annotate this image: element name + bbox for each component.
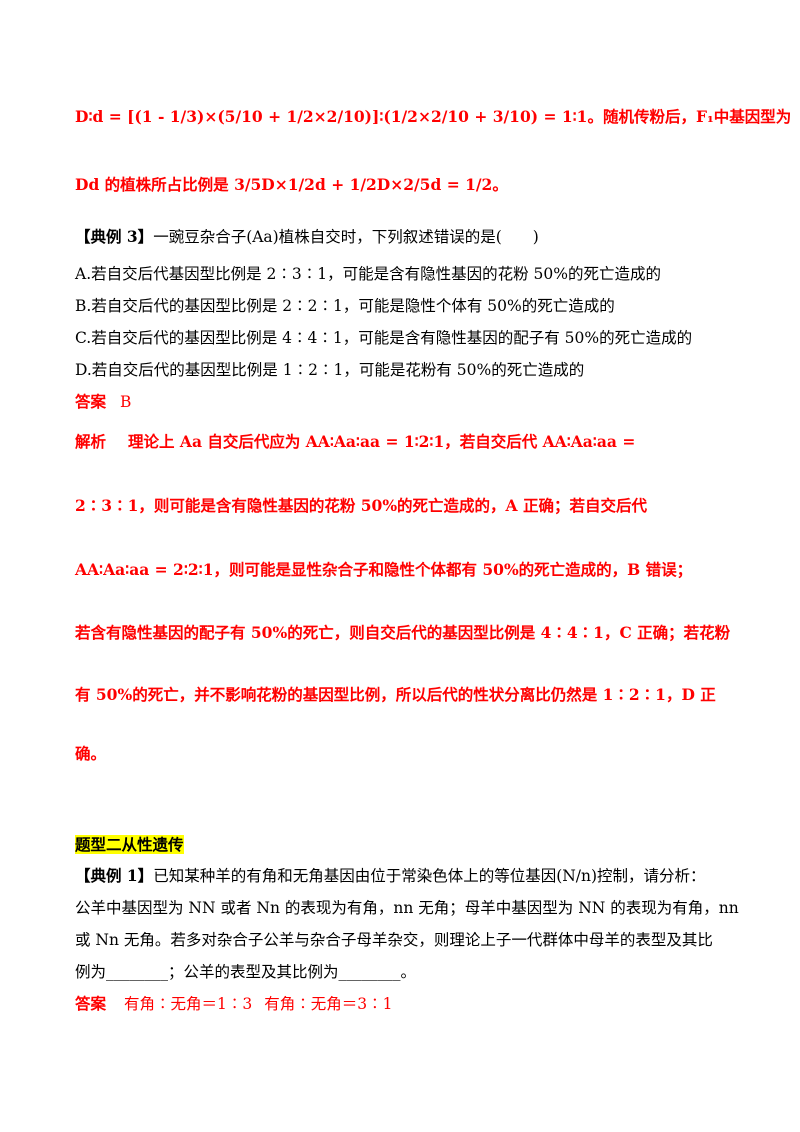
answer-label: 答案 bbox=[75, 392, 107, 411]
analysis-line-4: 若含有隐性基因的配子有 50%的死亡，则自交后代的基因型比例是 4∶4∶1，C … bbox=[75, 623, 731, 642]
section2-question-1: 已知某种羊的有角和无角基因由位于常染色体上的等位基因(N/n)控制，请分析： bbox=[153, 867, 706, 885]
analysis-line-6: 确。 bbox=[75, 744, 107, 763]
example3-question: 一豌豆杂合子(Aa)植株自交时，下列叙述错误的是( ) bbox=[153, 228, 539, 246]
answer-value: B bbox=[120, 393, 132, 411]
analysis-line-2: 2∶3∶1，则可能是含有隐性基因的花粉 50%的死亡造成的，A 正确；若自交后代 bbox=[75, 496, 647, 515]
analysis-line-3: AA∶Aa∶aa = 2∶2∶1，则可能是显性杂合子和隐性个体都有 50%的死亡… bbox=[75, 560, 693, 579]
option-a: A.若自交后代基因型比例是 2∶3∶1，可能是含有隐性基因的花粉 50%的死亡造… bbox=[75, 265, 662, 283]
section2-answer-part1: 有角∶无角＝1∶3 bbox=[124, 995, 253, 1013]
explanation-line-2: Dd 的植株所占比例是 3/5D×1/2d + 1/2D×2/5d = 1/2。 bbox=[75, 175, 508, 194]
section2-question-line-4: 例为________；公羊的表型及其比例为________。 bbox=[75, 963, 417, 981]
analysis-text-1: 理论上 Aa 自交后代应为 AA∶Aa∶aa = 1∶2∶1，若自交后代 AA∶… bbox=[128, 432, 636, 451]
explanation-line-1: D∶d = [(1 - 1/3)×(5/10 + 1/2×2/10)]∶(1/2… bbox=[75, 107, 792, 126]
analysis-line-5: 有 50%的死亡，并不影响花粉的基因型比例，所以后代的性状分离比仍然是 1∶2∶… bbox=[75, 685, 716, 704]
example3-answer: 答案 B bbox=[75, 392, 131, 412]
option-c: C.若自交后代的基因型比例是 4∶4∶1，可能是含有隐性基因的配子有 50%的死… bbox=[75, 329, 693, 347]
section2-heading-line: 题型二从性遗传 bbox=[75, 835, 184, 855]
section2-question-line-3: 或 Nn 无角。若多对杂合子公羊与杂合子母羊杂交，则理论上子一代群体中母羊的表型… bbox=[75, 931, 713, 949]
section2-question-line-1: 【典例 1】已知某种羊的有角和无角基因由位于常染色体上的等位基因(N/n)控制，… bbox=[75, 866, 706, 886]
analysis-label: 解析 bbox=[75, 432, 107, 451]
example3-question-line: 【典例 3】一豌豆杂合子(Aa)植株自交时，下列叙述错误的是( ) bbox=[75, 227, 539, 247]
section2-heading: 题型二从性遗传 bbox=[75, 835, 184, 854]
analysis-line-1: 解析 理论上 Aa 自交后代应为 AA∶Aa∶aa = 1∶2∶1，若自交后代 A… bbox=[75, 432, 635, 452]
option-b: B.若自交后代的基因型比例是 2∶2∶1，可能是隐性个体有 50%的死亡造成的 bbox=[75, 297, 615, 315]
section2-answer-label: 答案 bbox=[75, 994, 107, 1013]
example3-label: 【典例 3】 bbox=[75, 227, 154, 246]
section2-answer-part2: 有角∶无角＝3∶1 bbox=[264, 995, 393, 1013]
section2-answer: 答案有角∶无角＝1∶3 有角∶无角＝3∶1 bbox=[75, 994, 392, 1014]
section2-question-line-2: 公羊中基因型为 NN 或者 Nn 的表现为有角，nn 无角；母羊中基因型为 NN… bbox=[75, 899, 739, 917]
option-d: D.若自交后代的基因型比例是 1∶2∶1，可能是花粉有 50%的死亡造成的 bbox=[75, 361, 585, 379]
section2-example-label: 【典例 1】 bbox=[75, 866, 154, 885]
